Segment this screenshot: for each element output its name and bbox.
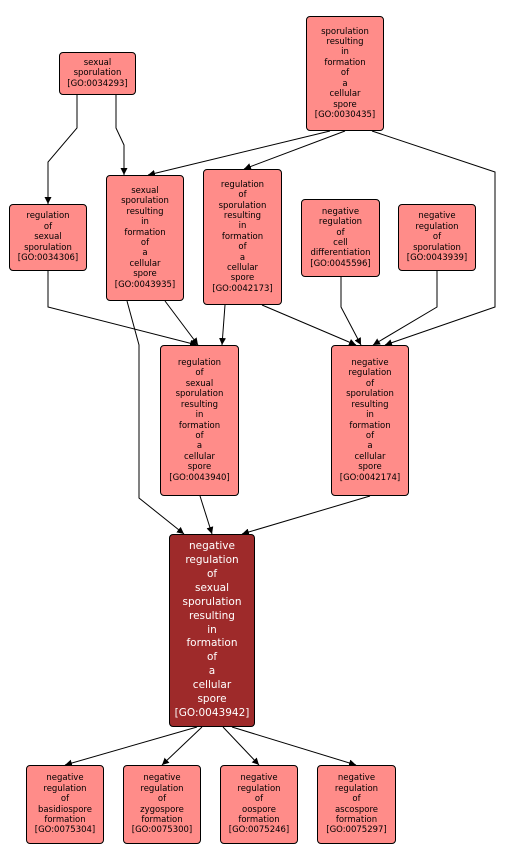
- go-node-0030435[interactable]: sporulation resulting in formation of a …: [306, 16, 384, 131]
- edge-n42173-to-n43940: [219, 304, 227, 346]
- edge-n43935-to-n43942: [126, 300, 185, 535]
- go-node-0043942-focus[interactable]: negative regulation of sexual sporulatio…: [169, 534, 255, 727]
- go-node-0042174[interactable]: negative regulation of sporulation resul…: [331, 345, 409, 496]
- edge-n43942-to-n75300: [161, 726, 203, 766]
- edge-n34293-to-n34306: [44, 95, 78, 204]
- go-node-0075304[interactable]: negative regulation of basidiospore form…: [26, 765, 104, 844]
- edge-n43939-to-n42174: [372, 271, 438, 346]
- go-node-0075297[interactable]: negative regulation of ascospore formati…: [317, 765, 396, 844]
- edge-n42173-to-n42174: [261, 304, 357, 346]
- edge-n43935-to-n43940: [164, 300, 199, 346]
- edge-n43942-to-n75304: [64, 726, 198, 767]
- edge-n30435-to-n42173: [243, 130, 346, 170]
- edge-n30435-to-n43935: [147, 130, 331, 177]
- edge-n45596-to-n42174: [340, 277, 362, 346]
- go-node-0043935[interactable]: sexual sporulation resulting in formatio…: [106, 175, 184, 301]
- go-node-0043940[interactable]: regulation of sexual sporulation resulti…: [160, 345, 239, 496]
- edge-n34306-to-n43940: [47, 271, 198, 347]
- go-node-0043939[interactable]: negative regulation of sporulation [GO:0…: [398, 204, 476, 271]
- edge-n43942-to-n75297: [231, 726, 357, 767]
- edge-n42174-to-n43942: [241, 495, 371, 536]
- edge-n30435-to-n42174: [371, 130, 496, 347]
- go-node-0045596[interactable]: negative regulation of cell differentiat…: [301, 199, 380, 277]
- go-node-0075246[interactable]: negative regulation of oospore formation…: [220, 765, 298, 844]
- go-node-0034306[interactable]: regulation of sexual sporulation [GO:003…: [9, 204, 87, 271]
- edge-n34293-to-n43935: [115, 95, 128, 175]
- edge-n43942-to-n75246: [222, 726, 260, 766]
- go-node-0075300[interactable]: negative regulation of zygospore formati…: [123, 765, 201, 844]
- go-node-0042173[interactable]: regulation of sporulation resulting in f…: [203, 169, 282, 305]
- edge-n43940-to-n43942: [199, 495, 214, 535]
- go-node-0034293[interactable]: sexual sporulation [GO:0034293]: [59, 52, 136, 95]
